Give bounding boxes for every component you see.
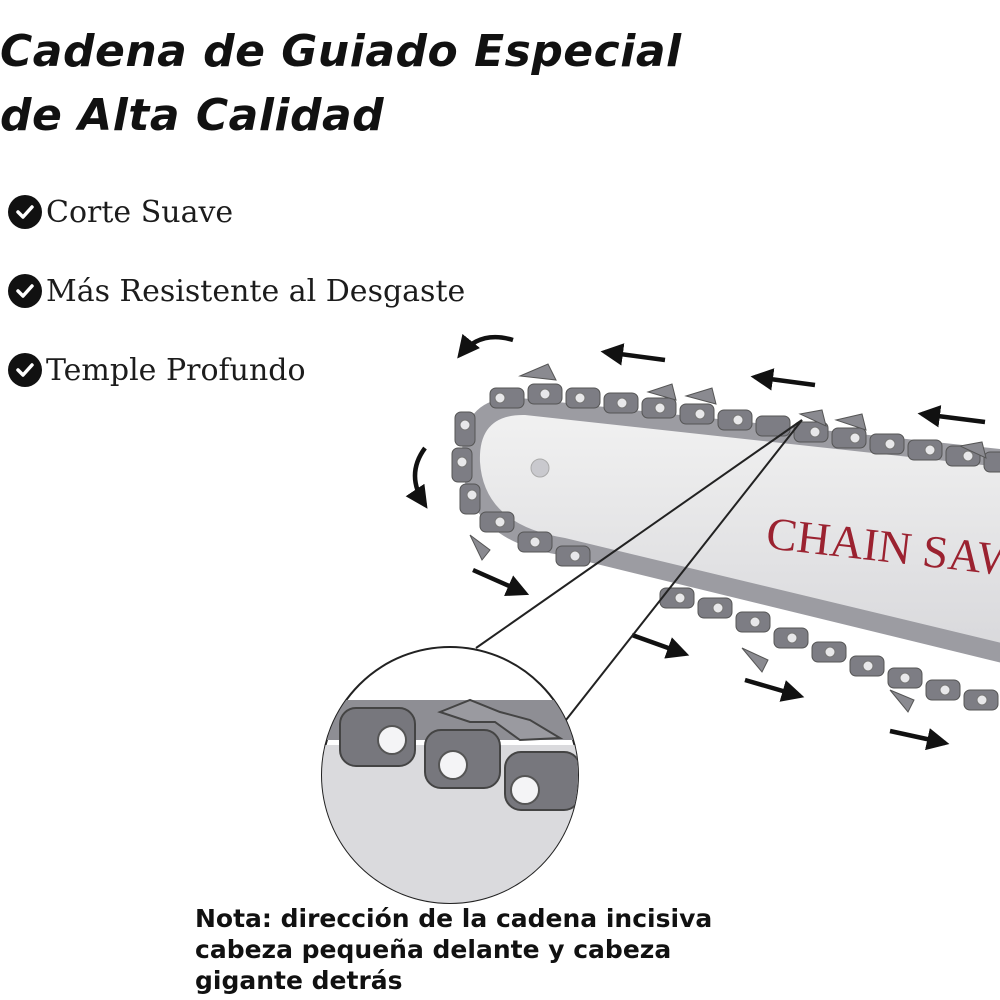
arrow-right-icon — [631, 632, 690, 659]
arrow-curve-icon — [405, 446, 428, 509]
arrow-right-icon — [472, 567, 530, 597]
feature-label: Corte Suave — [46, 194, 234, 230]
feature-label: Más Resistente al Desgaste — [46, 273, 466, 309]
note-line-2: cabeza pequeña delante y cabeza — [195, 935, 672, 964]
arrow-right-icon — [889, 728, 950, 751]
feature-list: Corte Suave Más Resistente al Desgaste T… — [8, 192, 465, 429]
check-circle-icon — [8, 353, 42, 387]
arrow-left-icon — [600, 343, 666, 366]
headline-line-1: Cadena de Guiado Especial — [0, 26, 682, 77]
arrow-right-icon — [744, 677, 805, 702]
arrow-left-icon — [917, 405, 986, 428]
zoom-callout-pointer — [475, 419, 803, 721]
bar-rivet — [530, 458, 550, 478]
headline: Cadena de Guiado Especial de Alta Calida… — [0, 20, 760, 148]
check-circle-icon — [8, 274, 42, 308]
headline-line-2: de Alta Calidad — [0, 90, 385, 141]
feature-item: Más Resistente al Desgaste — [8, 271, 465, 311]
arrow-left-icon — [750, 368, 816, 391]
feature-label: Temple Profundo — [46, 352, 306, 388]
note-line-1: Nota: dirección de la cadena incisiva — [195, 904, 713, 933]
arrow-curve-icon — [457, 333, 514, 359]
guide-bar: CHAIN SAW — [461, 397, 1000, 663]
feature-item: Corte Suave — [8, 192, 465, 232]
chain-direction-arrows — [405, 333, 986, 751]
check-circle-icon — [8, 195, 42, 229]
note-line-3: gigante detrás — [195, 966, 403, 995]
direction-note: Nota: dirección de la cadena incisiva ca… — [195, 903, 835, 996]
chain — [451, 363, 1000, 713]
zoom-magnifier — [321, 646, 579, 904]
feature-item: Temple Profundo — [8, 350, 465, 390]
